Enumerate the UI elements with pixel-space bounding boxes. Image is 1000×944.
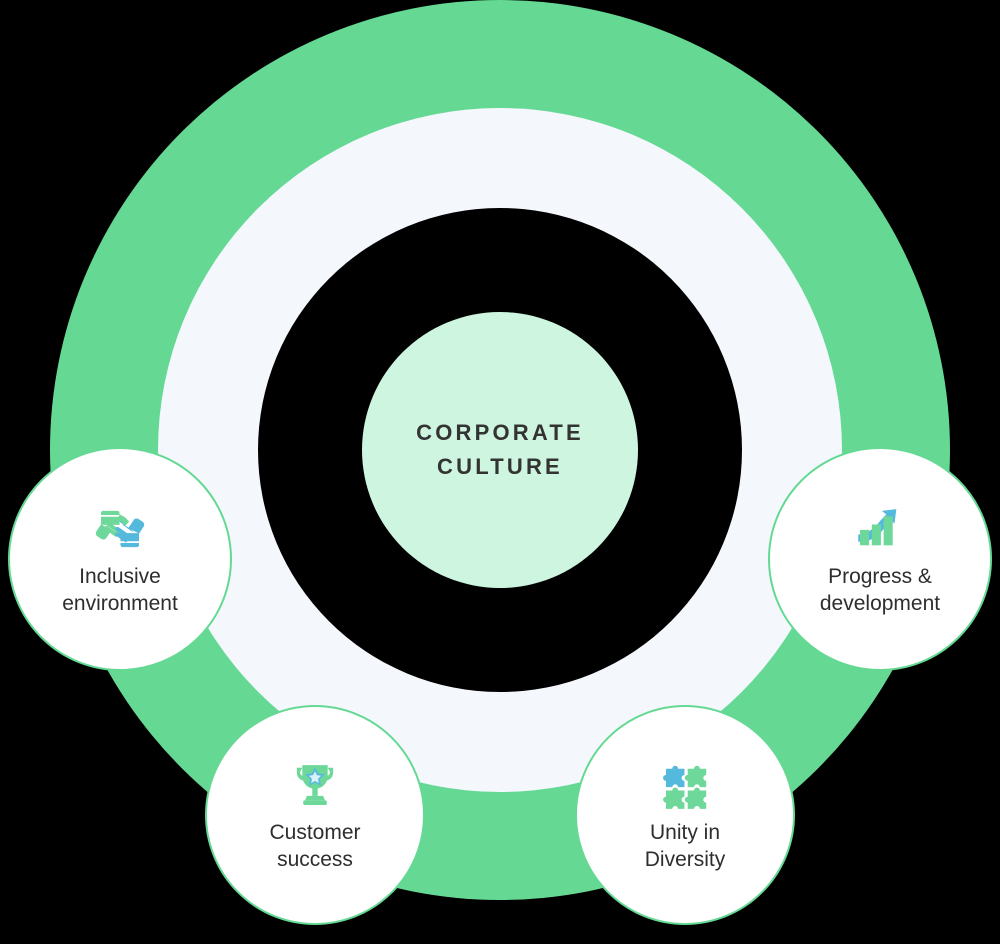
- node-label: Progress & development: [819, 565, 941, 615]
- node-inclusive-environment[interactable]: Inclusive environment: [8, 447, 232, 671]
- node-label: Customer success: [269, 821, 361, 871]
- node-customer-success[interactable]: Customer success: [205, 705, 425, 925]
- handshake-hands-icon: [95, 511, 145, 548]
- node-progress-development[interactable]: Progress & development: [768, 447, 992, 671]
- node-label: Inclusive environment: [62, 565, 178, 615]
- node-label: Unity in Diversity: [644, 821, 726, 871]
- growth-bar-chart-arrow-icon: [858, 509, 897, 546]
- trophy-star-icon: [296, 765, 334, 806]
- center-hub: CORPORATE CULTURE: [362, 312, 638, 588]
- center-hub-label: CORPORATE CULTURE: [416, 419, 584, 479]
- node-unity-in-diversity[interactable]: Unity in Diversity: [575, 705, 795, 925]
- puzzle-pieces-icon: [663, 765, 707, 810]
